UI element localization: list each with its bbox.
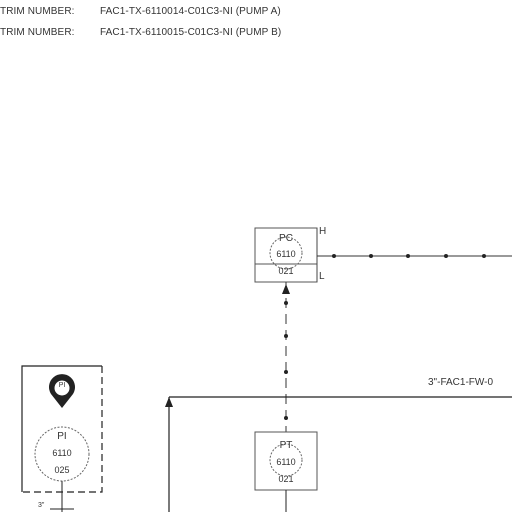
signal-line-dots [332, 254, 486, 258]
pdi-loop-number: 6110 [276, 249, 296, 259]
location-pin-inner [54, 380, 70, 396]
signal-dot [284, 301, 288, 305]
pdi-suffix: 021 [278, 266, 294, 276]
pt-suffix: 021 [278, 474, 294, 484]
pi-panel-solid-edge [21, 365, 102, 492]
pi-loop-number: 6110 [52, 448, 72, 458]
pdi-high-port-label: H [319, 226, 327, 237]
pi-valve-size-label: 3" [38, 502, 45, 509]
pt-bubble [269, 443, 303, 477]
signal-dot [284, 334, 288, 338]
pt-loop-number: 6110 [276, 457, 296, 467]
pipe-line-label: 3"-FAC1-FW-0 [428, 377, 494, 388]
signal-dot [369, 254, 373, 258]
pdi-function-label: PC [279, 233, 293, 244]
trim-number-label: TRIM NUMBER: [0, 27, 75, 38]
signal-dot [284, 416, 288, 420]
pi-panel[interactable] [21, 365, 103, 493]
trim-number-pump-b: TRIM NUMBER: FAC1-TX-6110015-C01C3-NI (PU… [0, 27, 281, 38]
signal-dot [284, 370, 288, 374]
location-pin-label: PI [58, 382, 66, 389]
pdi-low-port-label: L [319, 271, 325, 282]
pi-function-label: PI [57, 431, 67, 442]
pdi-bubble [269, 236, 303, 270]
trim-number-pump-a: TRIM NUMBER: FAC1-TX-6110014-C01C3-NI (PU… [0, 6, 281, 17]
signal-dot [406, 254, 410, 258]
flow-arrow-icon [165, 397, 173, 407]
trim-number-label: TRIM NUMBER: [0, 6, 75, 17]
pt-function-label: PT [279, 440, 293, 451]
pi-suffix: 025 [54, 465, 70, 475]
signal-vertical-dots [284, 301, 288, 420]
trim-number-value: FAC1-TX-6110015-C01C3-NI (PUMP B) [100, 27, 282, 38]
trim-number-value: FAC1-TX-6110014-C01C3-NI (PUMP A) [100, 6, 281, 17]
signal-dot [332, 254, 336, 258]
signal-dot [444, 254, 448, 258]
pi-panel-dashed-edge [22, 366, 103, 493]
signal-dot [482, 254, 486, 258]
signal-arrow-up-icon [282, 284, 290, 294]
